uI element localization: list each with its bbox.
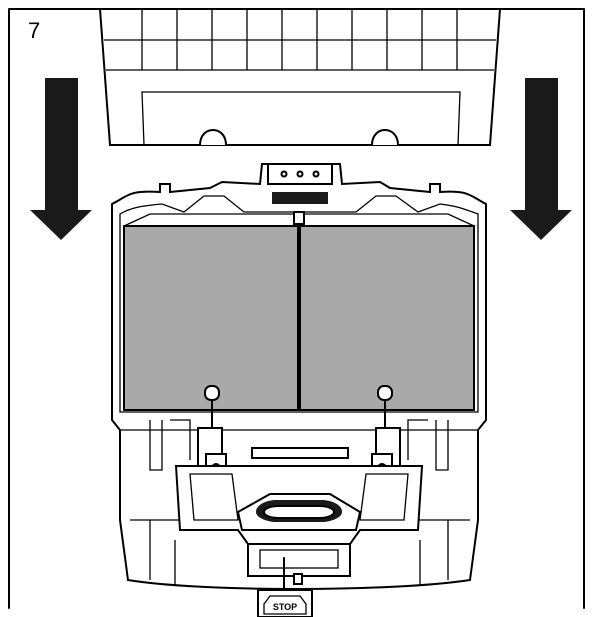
- stop-tag: [257, 589, 313, 617]
- down-arrow-right-icon: [510, 78, 572, 240]
- step-number: 7: [28, 18, 41, 43]
- stop-label: STOP: [272, 602, 298, 612]
- down-arrow-left-icon: [30, 78, 92, 240]
- lid-tray: [98, 8, 502, 146]
- base-unit: [111, 163, 487, 591]
